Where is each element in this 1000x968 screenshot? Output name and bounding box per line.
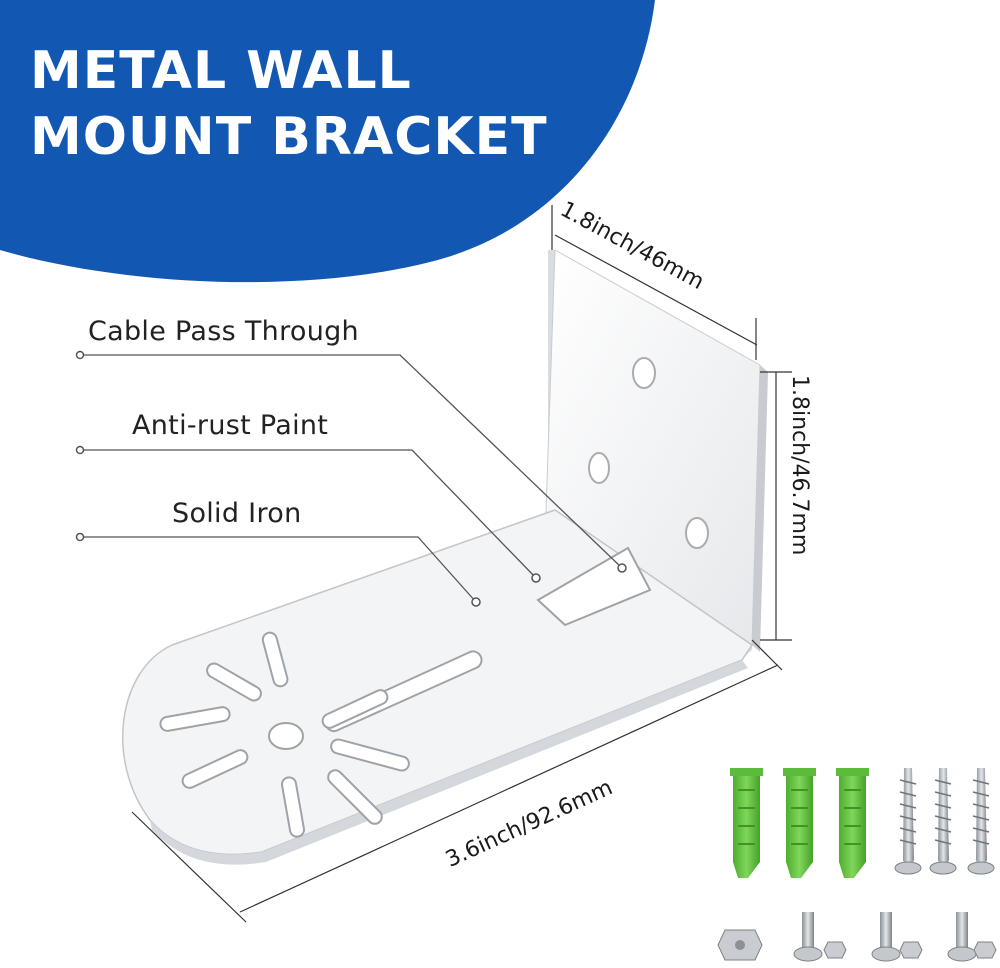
callout-dot xyxy=(75,532,85,542)
title-banner xyxy=(0,0,655,283)
page-title: METAL WALL MOUNT BRACKET xyxy=(30,38,548,170)
callout-dot xyxy=(617,563,627,573)
callout-anti-rust-paint: Anti-rust Paint xyxy=(132,410,329,441)
callout-cable-pass-through: Cable Pass Through xyxy=(88,316,359,347)
machine-screw-3 xyxy=(947,912,997,962)
machine-screw-2 xyxy=(871,912,923,962)
callout-dot xyxy=(75,445,85,455)
title-line-2: MOUNT BRACKET xyxy=(30,107,548,167)
anchor-1 xyxy=(730,768,763,878)
machine-screws-and-nuts xyxy=(717,912,997,962)
radial-slots xyxy=(159,631,410,838)
callout-dot xyxy=(75,350,85,360)
screw-3 xyxy=(967,768,995,875)
callout-lines xyxy=(80,354,623,603)
callout-dot xyxy=(531,573,541,583)
dimension-height: 1.8inch/46.7mm xyxy=(787,375,812,556)
wall-anchors xyxy=(730,768,869,878)
screw-2 xyxy=(929,768,957,875)
title-line-1: METAL WALL xyxy=(30,41,412,101)
machine-screw-1 xyxy=(793,912,847,962)
dimension-lines xyxy=(131,205,792,923)
callout-dot xyxy=(471,597,481,607)
center-hole xyxy=(268,722,304,750)
screw-1 xyxy=(894,768,922,875)
wood-screws xyxy=(894,768,995,875)
anchor-3 xyxy=(836,768,869,878)
callout-solid-iron: Solid Iron xyxy=(172,498,302,529)
anchor-2 xyxy=(783,768,816,878)
